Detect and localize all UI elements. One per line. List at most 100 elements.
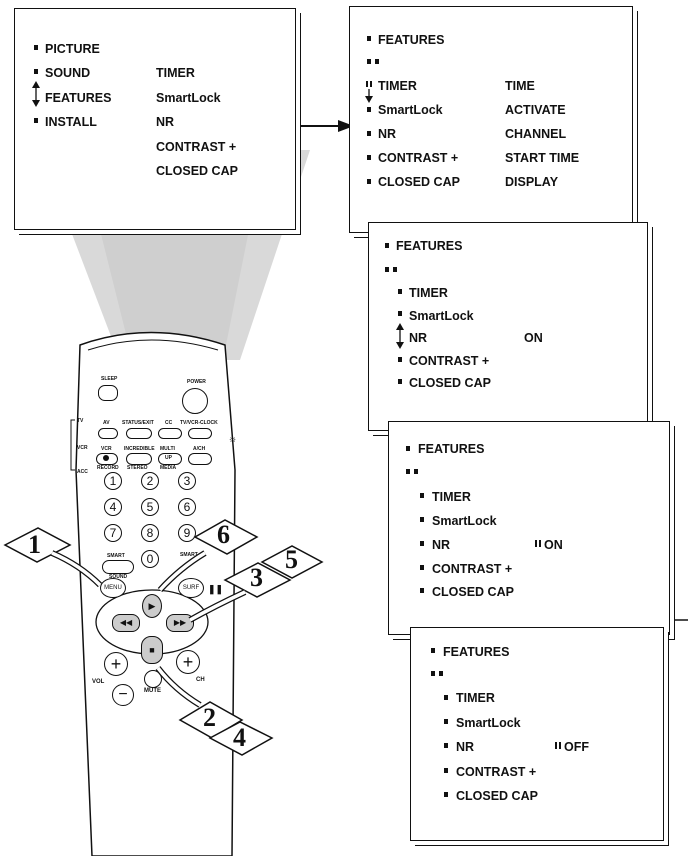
features-title: FEATURES xyxy=(378,33,445,47)
features-item-timer: TIMER xyxy=(432,490,471,504)
a-ch-button[interactable] xyxy=(188,453,212,465)
bullet-icon xyxy=(420,493,424,498)
features-item-closed-cap: CLOSED CAP xyxy=(378,175,460,189)
menu-label: MENU xyxy=(104,585,122,591)
digit-8-button[interactable]: 8 xyxy=(141,524,159,542)
nr-value: ON xyxy=(524,331,543,345)
vol-label: VOL xyxy=(92,679,105,685)
incredible-label: INCREDIBLE xyxy=(124,446,155,452)
bullet-icon xyxy=(420,565,424,570)
menu-item-picture: PICTURE xyxy=(45,42,100,56)
record-label: RECORD xyxy=(97,465,119,471)
features-screen-4: FEATURES TIMER SmartLock NR OFF CONTRAST… xyxy=(410,627,664,841)
bullet-icon xyxy=(398,311,402,316)
media-label: MEDIA xyxy=(160,465,177,471)
sleep-label: SLEEP xyxy=(101,376,118,382)
step-6-label: 6 xyxy=(217,520,230,549)
pause-icon xyxy=(555,742,561,749)
smart-sound-button[interactable] xyxy=(102,560,134,574)
cc-button[interactable] xyxy=(158,428,182,439)
vol-down-button[interactable]: − xyxy=(112,684,134,706)
tv-vcr-clock-label: TV/VCR-CLOCK xyxy=(180,420,218,426)
sleep-button[interactable] xyxy=(98,385,118,401)
multi-up-label: UP xyxy=(165,455,172,461)
digit-5-button[interactable]: 5 xyxy=(141,498,159,516)
digit-0-button[interactable]: 0 xyxy=(141,550,159,568)
menu-item-features: FEATURES xyxy=(45,91,112,105)
rewind-button[interactable]: ◀◀ xyxy=(112,614,140,632)
bullet-icon xyxy=(420,517,424,522)
bullet-icon xyxy=(414,469,418,474)
stop-button[interactable]: ■ xyxy=(141,636,163,664)
features-item-nr: NR xyxy=(432,538,451,552)
up-down-arrow-icon xyxy=(396,323,404,349)
ch-up-button[interactable]: + xyxy=(176,650,200,674)
features-item-closed-cap: CLOSED CAP xyxy=(456,789,538,803)
features-title: FEATURES xyxy=(443,645,510,659)
bullet-icon xyxy=(385,267,389,272)
digit-3-button[interactable]: 3 xyxy=(178,472,196,490)
digit-1-button[interactable]: 1 xyxy=(104,472,122,490)
bullet-icon xyxy=(398,379,402,384)
bullet-icon xyxy=(444,768,448,773)
stereo-label: STEREO xyxy=(127,465,148,471)
features-item-contrast: CONTRAST + xyxy=(432,562,513,576)
cc-label: CC xyxy=(165,420,173,426)
features-item-contrast: CONTRAST + xyxy=(409,354,490,368)
record-dot-icon xyxy=(103,455,109,461)
submenu-smartlock: SmartLock xyxy=(156,91,221,105)
features-value-activate: ACTIVATE xyxy=(505,103,566,117)
digit-7-button[interactable]: 7 xyxy=(104,524,122,542)
features-item-smartlock: SmartLock xyxy=(409,309,474,323)
digit-4-button[interactable]: 4 xyxy=(104,498,122,516)
features-item-nr: NR xyxy=(456,740,475,754)
multi-button[interactable] xyxy=(158,453,182,465)
features-item-contrast: CONTRAST + xyxy=(456,765,537,779)
vcr-label: VCR xyxy=(101,446,112,452)
incredible-button[interactable] xyxy=(126,453,152,465)
av-button[interactable] xyxy=(98,428,118,439)
bullet-icon xyxy=(367,131,371,136)
vol-up-button[interactable]: + xyxy=(104,652,128,676)
bullet-icon xyxy=(406,469,410,474)
features-value-display: DISPLAY xyxy=(505,175,559,189)
bullet-icon xyxy=(34,69,38,74)
nr-value: ON xyxy=(544,538,563,552)
surf-button[interactable]: SURF xyxy=(178,578,204,598)
submenu-nr: NR xyxy=(156,115,175,129)
smart-label-left: SMART xyxy=(107,553,125,559)
features-item-closed-cap: CLOSED CAP xyxy=(432,585,514,599)
step-1-label: 1 xyxy=(28,530,41,559)
features-item-timer: TIMER xyxy=(409,286,448,300)
mode-label-acc: ACC xyxy=(77,469,88,475)
bullet-icon xyxy=(34,45,38,50)
status-exit-button[interactable] xyxy=(126,428,152,439)
fast-forward-button[interactable]: ▶▶ xyxy=(166,614,194,632)
digit-6-button[interactable]: 6 xyxy=(178,498,196,516)
surf-label: SURF xyxy=(182,585,200,591)
step-3-label: 3 xyxy=(250,563,263,592)
bullet-icon xyxy=(420,541,424,546)
a-ch-label: A/CH xyxy=(193,446,206,452)
step-2-label: 2 xyxy=(203,703,216,732)
multi-label: MULTI xyxy=(160,446,175,452)
submenu-closed-cap: CLOSED CAP xyxy=(156,164,238,178)
bullet-icon xyxy=(444,695,448,700)
power-button[interactable] xyxy=(182,388,208,414)
bullet-icon xyxy=(398,357,402,362)
play-button[interactable]: ▶ xyxy=(142,594,162,618)
smart-label-right: SMART xyxy=(180,552,198,558)
pause-icon xyxy=(535,540,541,547)
mute-button[interactable] xyxy=(144,670,162,688)
menu-item-install: INSTALL xyxy=(45,115,97,129)
tv-vcr-clock-button[interactable] xyxy=(188,428,212,439)
bullet-icon xyxy=(431,671,435,676)
digit-9-button[interactable]: 9 xyxy=(178,524,196,542)
menu-button[interactable]: MENU xyxy=(100,578,126,598)
digit-2-button[interactable]: 2 xyxy=(141,472,159,490)
features-item-timer: TIMER xyxy=(378,79,417,93)
up-down-arrow-icon xyxy=(32,81,40,107)
menu-item-sound: SOUND xyxy=(45,66,91,80)
power-label: POWER xyxy=(187,379,206,385)
up-down-arrow-icon xyxy=(365,81,373,103)
